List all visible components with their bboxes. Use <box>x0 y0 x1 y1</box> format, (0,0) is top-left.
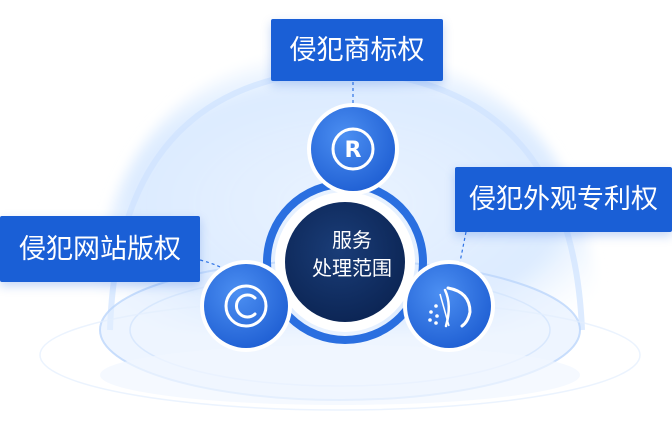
label-copyright: 侵犯网站版权 <box>0 216 200 282</box>
center-title-line2: 处理范围 <box>312 256 392 280</box>
label-design-patent: 侵犯外观专利权 <box>455 167 672 232</box>
center-title: 服务 处理范围 <box>282 226 422 282</box>
registered-trademark-icon: R <box>331 127 375 171</box>
copyright-icon <box>224 284 268 328</box>
center-title-line1: 服务 <box>332 228 372 252</box>
connector-lines <box>199 82 467 273</box>
svg-text:R: R <box>345 138 362 163</box>
patent-emblem-icon <box>428 286 472 328</box>
node-copyright <box>200 260 292 352</box>
connector-design-patent <box>459 231 467 263</box>
label-trademark: 侵犯商标权 <box>271 19 443 81</box>
node-design-patent <box>403 260 495 352</box>
connector-copyright <box>199 259 229 273</box>
center-disc <box>285 202 405 322</box>
node-trademark: R <box>307 103 399 195</box>
